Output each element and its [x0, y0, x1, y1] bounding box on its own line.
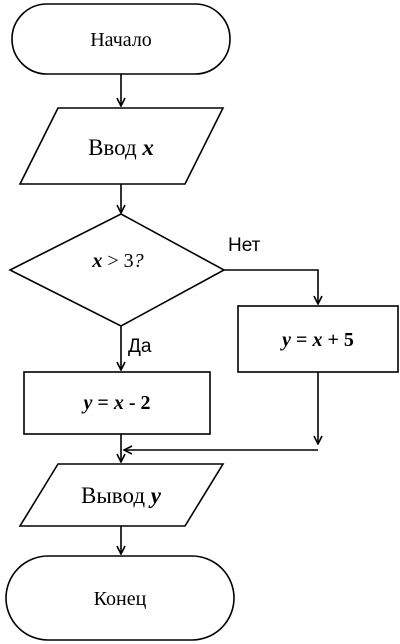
arrow-no-branch	[224, 269, 318, 304]
end-terminal	[5, 555, 235, 641]
input-label: Ввод x	[88, 135, 154, 160]
output-label: Вывод y	[81, 483, 162, 508]
start-label: Начало	[90, 29, 152, 51]
no-label: Нет	[228, 235, 261, 256]
decision-label: x > 3?	[91, 250, 143, 272]
no-branch-expression: y = x + 5	[280, 329, 354, 351]
yes-branch-process	[23, 371, 211, 435]
input-parallelogram	[18, 107, 225, 185]
end-label: Конец	[94, 588, 147, 610]
output-parallelogram	[18, 463, 225, 527]
yes-branch-expression: y = x - 2	[82, 392, 151, 414]
yes-label: Да	[128, 336, 152, 357]
